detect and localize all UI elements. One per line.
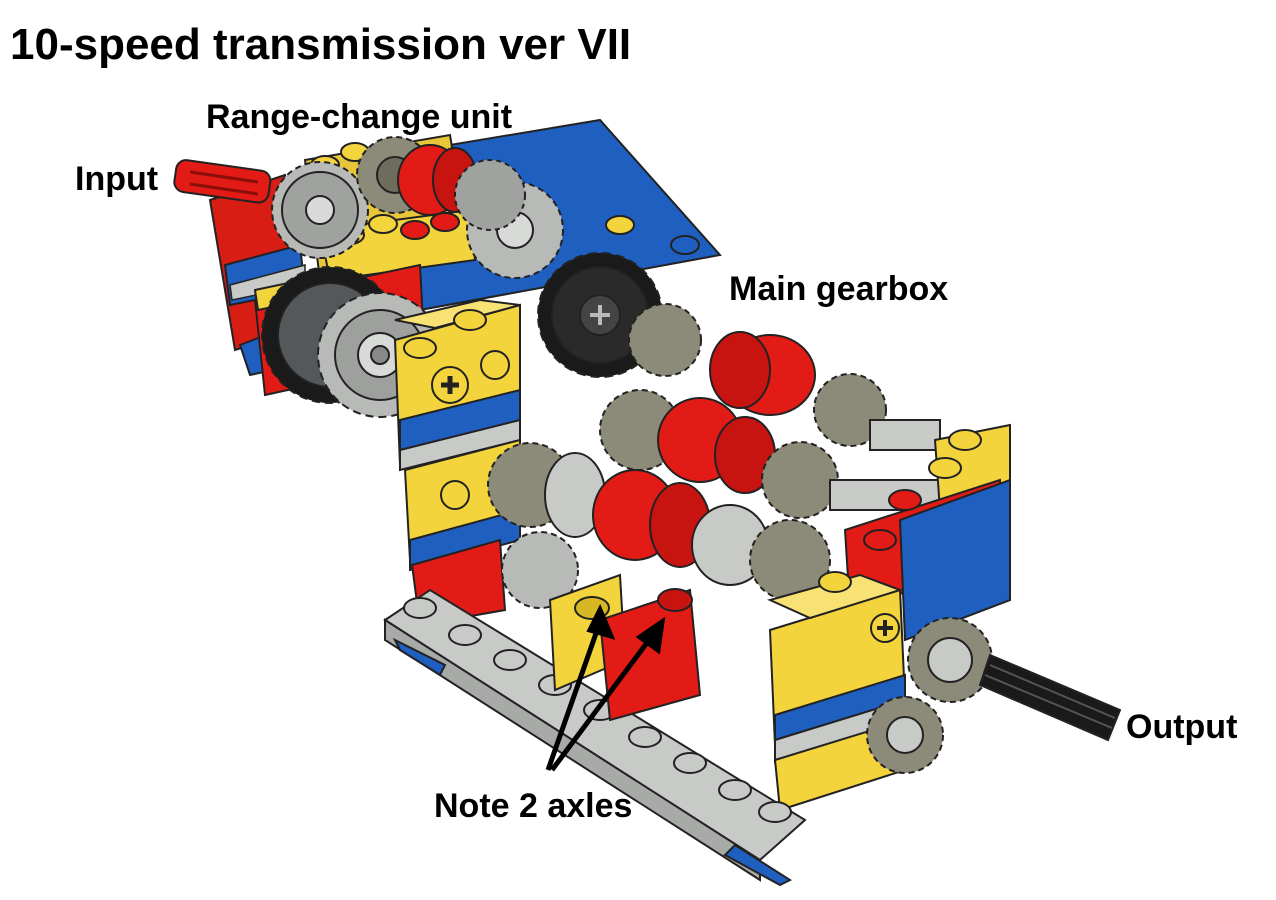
- note-label: Note 2 axles: [434, 787, 633, 825]
- output-label: Output: [1126, 708, 1238, 746]
- main-gearbox-label: Main gearbox: [729, 270, 949, 308]
- input-label: Input: [75, 160, 159, 198]
- range-change-label: Range-change unit: [206, 98, 513, 136]
- input-axle: [173, 159, 272, 204]
- main-gearbox: [393, 252, 1011, 812]
- arrow-icon: [545, 604, 666, 772]
- base-plate: [383, 573, 807, 887]
- output-axle: [978, 653, 1122, 742]
- page-title: 10-speed transmission ver VII: [10, 20, 632, 69]
